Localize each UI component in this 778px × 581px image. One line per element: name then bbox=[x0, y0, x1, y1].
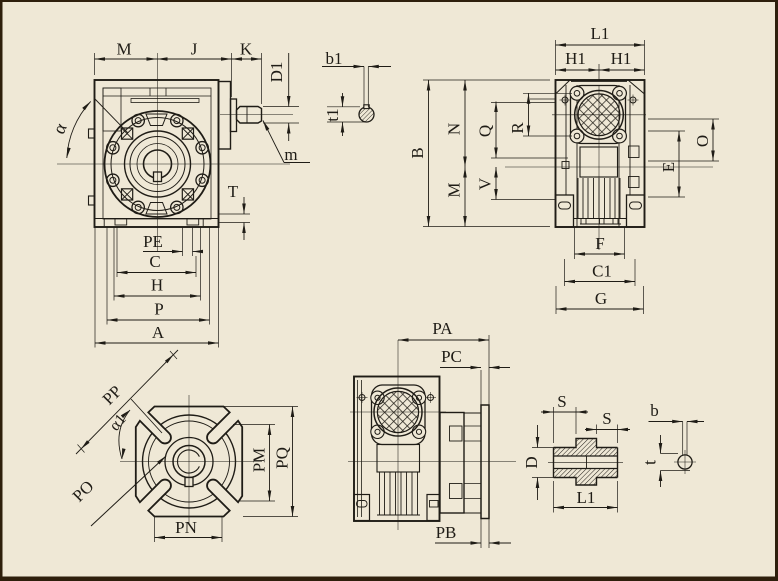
svg-text:A: A bbox=[152, 323, 165, 342]
svg-text:S: S bbox=[557, 392, 566, 411]
svg-text:T: T bbox=[228, 182, 239, 201]
svg-text:b1: b1 bbox=[326, 49, 343, 68]
svg-text:V: V bbox=[476, 177, 495, 190]
svg-text:R: R bbox=[508, 122, 527, 134]
svg-text:C1: C1 bbox=[592, 262, 612, 281]
svg-text:M: M bbox=[445, 182, 464, 197]
svg-text:J: J bbox=[191, 40, 198, 59]
svg-text:PC: PC bbox=[441, 347, 462, 366]
svg-text:B: B bbox=[408, 147, 427, 158]
svg-text:P: P bbox=[154, 300, 163, 319]
svg-text:H: H bbox=[151, 276, 163, 295]
svg-text:C: C bbox=[149, 252, 160, 271]
svg-text:L1: L1 bbox=[577, 488, 596, 507]
svg-text:PQ: PQ bbox=[273, 447, 292, 469]
svg-text:m: m bbox=[284, 145, 297, 164]
svg-text:S: S bbox=[602, 409, 611, 428]
svg-text:PN: PN bbox=[175, 518, 197, 537]
svg-text:b: b bbox=[650, 401, 659, 420]
svg-text:E: E bbox=[659, 162, 678, 172]
svg-text:K: K bbox=[240, 40, 253, 59]
svg-text:G: G bbox=[595, 289, 607, 308]
svg-text:M: M bbox=[116, 40, 131, 59]
svg-text:PB: PB bbox=[436, 523, 457, 542]
svg-text:t: t bbox=[640, 460, 660, 465]
svg-text:O: O bbox=[693, 135, 712, 147]
svg-text:PE: PE bbox=[143, 232, 163, 251]
svg-text:F: F bbox=[595, 234, 604, 253]
svg-text:L1: L1 bbox=[591, 24, 610, 43]
svg-text:t1: t1 bbox=[323, 108, 342, 121]
svg-text:D1: D1 bbox=[267, 62, 286, 83]
svg-text:D: D bbox=[522, 456, 541, 468]
svg-text:PM: PM bbox=[250, 448, 269, 473]
svg-text:H1: H1 bbox=[565, 49, 586, 68]
svg-text:PA: PA bbox=[432, 319, 453, 338]
svg-text:Q: Q bbox=[476, 125, 495, 137]
svg-text:N: N bbox=[445, 123, 464, 135]
svg-text:H1: H1 bbox=[611, 49, 632, 68]
